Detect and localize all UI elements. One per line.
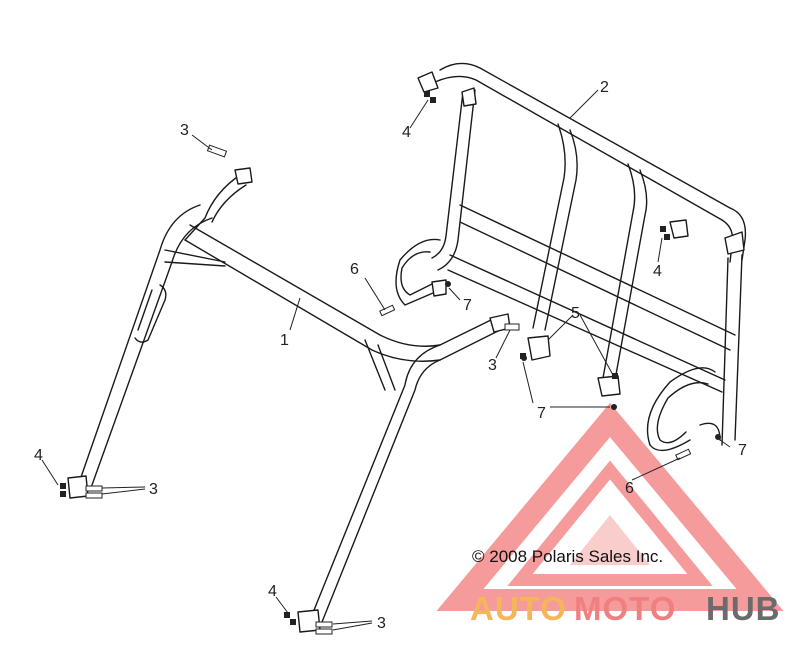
- callout-4: 4: [402, 124, 411, 141]
- front-cage: [67, 167, 511, 633]
- callout-7: 7: [463, 297, 472, 314]
- callout-4: 4: [34, 447, 43, 464]
- callout-5: 5: [571, 305, 580, 322]
- callout-3: 3: [488, 357, 497, 374]
- callout-7: 7: [537, 405, 546, 422]
- callout-1: 1: [280, 332, 289, 349]
- hardware: [60, 91, 721, 635]
- watermark-logo-icon: [436, 402, 784, 611]
- callout-3: 3: [377, 615, 386, 632]
- callout-4: 4: [268, 583, 277, 600]
- callout-3: 3: [180, 122, 189, 139]
- leader-lines: [41, 89, 731, 631]
- callout-3: 3: [149, 481, 158, 498]
- rear-cage: [395, 62, 747, 452]
- watermark-moto: MOTO: [574, 590, 676, 627]
- callout-2: 2: [600, 79, 609, 96]
- callouts: 3 2 1 4 4 6 7 5 3 7 7 6 4 3 4 3: [34, 79, 747, 632]
- callout-7: 7: [738, 442, 747, 459]
- watermark-hub: HUB: [706, 590, 781, 627]
- watermark-text: AUTO MOTO HUB: [470, 590, 781, 627]
- callout-6: 6: [625, 480, 634, 497]
- watermark-auto: AUTO: [470, 590, 567, 627]
- callout-4: 4: [653, 263, 662, 280]
- copyright-text: © 2008 Polaris Sales Inc.: [472, 547, 663, 566]
- callout-6: 6: [350, 261, 359, 278]
